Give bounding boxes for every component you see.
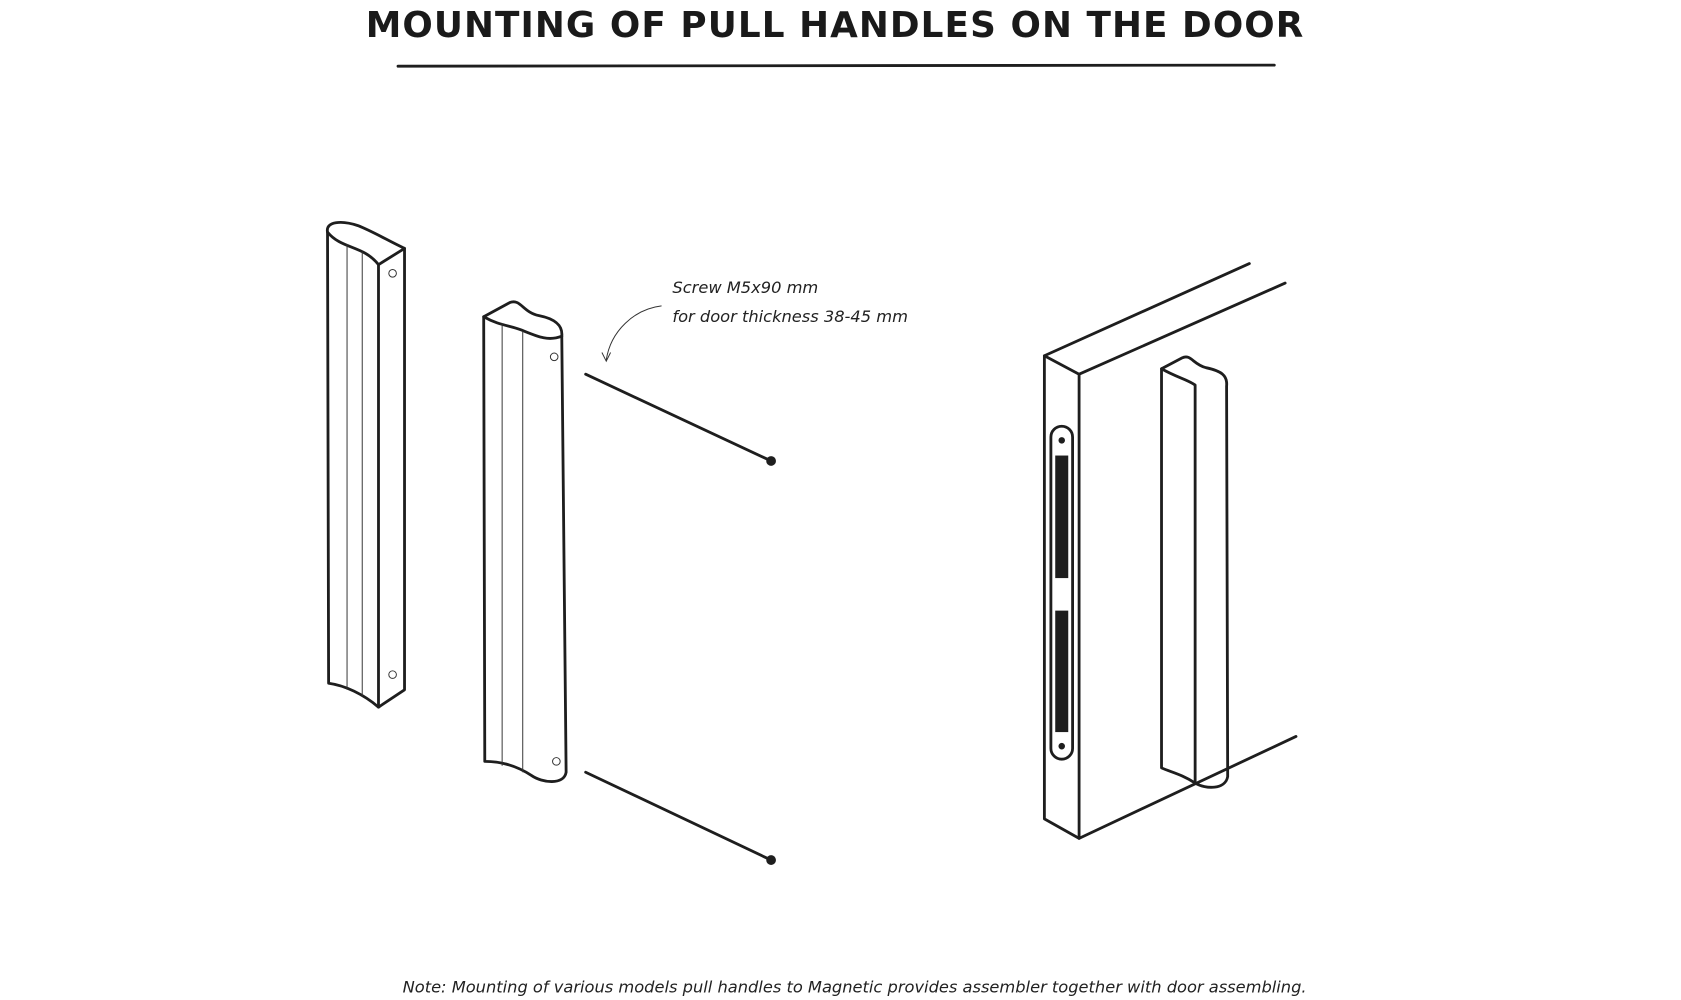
arrow-head-icon	[601, 352, 612, 363]
door	[1042, 262, 1298, 840]
lock-slot-top	[1055, 455, 1069, 579]
annotation-screw: Screw M5x90 mm	[672, 278, 818, 297]
annotation-arrow	[605, 305, 662, 361]
screw-bottom	[584, 770, 776, 865]
title-underline	[396, 63, 1276, 68]
annotation-thickness: for door thickness 38-45 mm	[672, 307, 908, 326]
diagram-title: MOUNTING OF PULL HANDLES ON THE DOOR	[366, 5, 1305, 46]
footer-note: Note: Mounting of various models pull ha…	[403, 977, 1307, 996]
pull-handle-left	[326, 221, 406, 709]
lock-faceplate	[1049, 424, 1074, 761]
pull-handle-middle	[482, 300, 568, 783]
pull-handle-mounted	[1160, 355, 1230, 789]
screw-top	[584, 372, 776, 466]
lock-slot-bottom	[1055, 610, 1069, 733]
